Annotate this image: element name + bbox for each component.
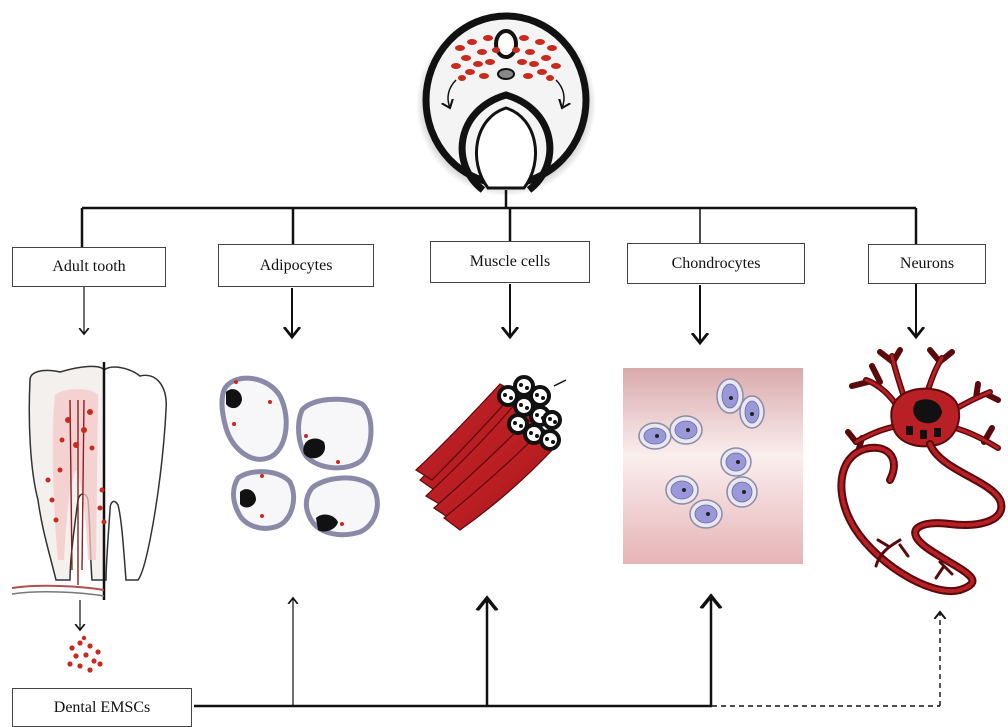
adipocytes-illustration [222,378,377,535]
label-adult-tooth: Adult tooth [12,247,166,287]
branch-connectors [82,190,916,247]
bottom-connectors [194,596,940,706]
neuron-illustration [841,350,1001,591]
label-adipocytes: Adipocytes [218,244,374,287]
emsc-cells-dots [67,636,102,673]
embryo-illustration [416,12,596,196]
label-neurons: Neurons [868,244,986,284]
muscle-cells-illustration [416,377,566,530]
tooth-illustration [12,362,166,600]
label-muscle-cells: Muscle cells [430,241,590,283]
label-dental-emscs: Dental EMSCs [12,688,192,727]
label-chondrocytes: Chondrocytes [627,243,805,284]
chondrocytes-illustration [623,368,803,564]
